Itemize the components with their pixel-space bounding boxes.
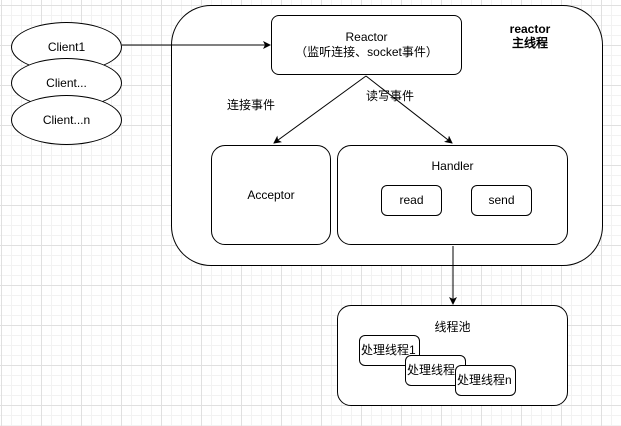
reactor-group-title: reactor 主线程 (500, 22, 560, 50)
handler-label: Handler (431, 159, 474, 173)
worker-thread-1-label: 处理线程1 (361, 343, 416, 357)
acceptor-label: Acceptor (247, 187, 295, 202)
worker-thread-2-label: 处理线程 (407, 363, 456, 377)
worker-thread-n-node[interactable]: 处理线程n (455, 365, 516, 396)
client-n-label: Client...n (42, 112, 91, 127)
send-label: send (488, 193, 515, 207)
handler-node[interactable]: Handler read send (337, 145, 568, 245)
reactor-group-title-line1: reactor (509, 22, 551, 36)
reactor-group-title-line2: 主线程 (511, 36, 548, 50)
read-write-event-label: 读写事件 (366, 89, 415, 103)
client-1-label: Client1 (47, 39, 86, 54)
send-node[interactable]: send (471, 185, 532, 216)
reactor-label: Reactor (345, 30, 388, 44)
client-middle-label: Client... (46, 75, 87, 90)
read-label: read (399, 193, 424, 207)
client-n-node[interactable]: Client...n (11, 95, 122, 145)
read-node[interactable]: read (381, 185, 442, 216)
reactor-node[interactable]: Reactor （监听连接、socket事件） (271, 15, 462, 75)
connect-event-label: 连接事件 (227, 98, 276, 112)
acceptor-node[interactable]: Acceptor (211, 145, 331, 245)
reactor-sublabel: （监听连接、socket事件） (295, 45, 438, 59)
worker-thread-n-label: 处理线程n (457, 373, 512, 387)
thread-pool-label: 线程池 (434, 320, 471, 334)
